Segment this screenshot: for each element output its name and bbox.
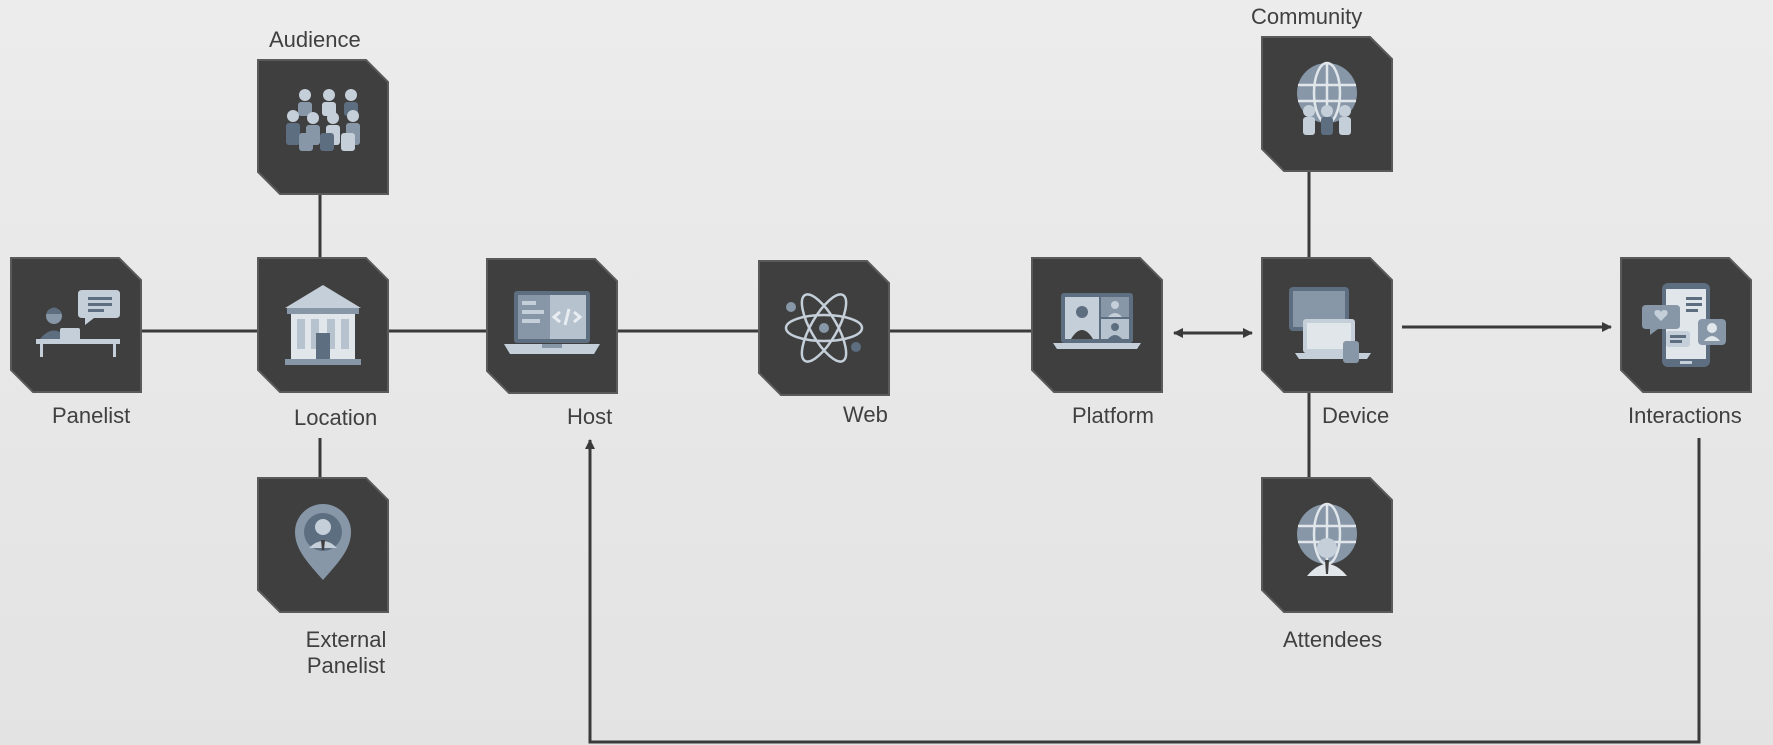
label-panelist: Panelist: [52, 403, 131, 428]
label-web: Web: [843, 402, 888, 427]
node-interactions: [1620, 257, 1752, 393]
label-audience: Audience: [269, 27, 361, 52]
video-conference-icon: [1053, 293, 1141, 349]
label-external-panelist: External Panelist: [305, 627, 387, 678]
chat-phone-icon: [1642, 283, 1726, 367]
label-interactions: Interactions: [1628, 403, 1742, 428]
node-host: [486, 258, 618, 394]
node-location: [257, 257, 389, 393]
label-location: Location: [294, 405, 378, 430]
label-platform: Platform: [1072, 403, 1154, 428]
laptop-code-icon: [504, 291, 600, 354]
panelist-icon: [36, 290, 120, 357]
globe-people-icon: [1297, 61, 1357, 135]
node-attendees: [1261, 477, 1393, 613]
node-panelist: [10, 257, 142, 393]
location-pin-person-icon: [295, 504, 351, 580]
node-audience: [257, 59, 389, 195]
arrow-interactions-host: [585, 438, 1701, 744]
devices-icon: [1289, 287, 1371, 363]
node-external-panelist: [257, 477, 389, 613]
building-icon: [285, 285, 361, 365]
audience-icon: [286, 89, 360, 151]
node-panelist-frame: [10, 257, 142, 393]
connectors: [141, 171, 1701, 744]
node-device: [1261, 257, 1393, 393]
globe-person-icon: [1297, 502, 1357, 576]
node-community: [1261, 36, 1393, 172]
label-attendees: Attendees: [1283, 627, 1383, 652]
label-community: Device: [1322, 403, 1390, 428]
label-host: Host: [567, 404, 613, 429]
atom-icon: [784, 293, 864, 363]
node-platform: [1031, 257, 1163, 393]
label-device: Community: [1251, 4, 1363, 29]
node-web: [758, 260, 890, 396]
node-audience-frame: [257, 59, 389, 195]
